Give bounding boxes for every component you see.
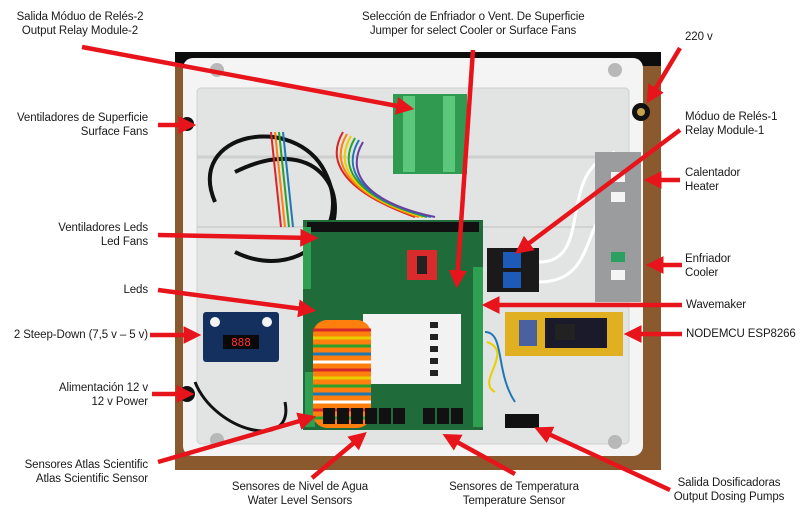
surface-fans-connector	[180, 117, 194, 131]
label-wavemaker: Wavemaker	[686, 299, 747, 311]
label-leds: Leds	[123, 284, 148, 296]
label-220v: 220 v	[685, 31, 713, 43]
stepdown-display: 888	[231, 336, 251, 349]
label-surface-fans: Ventiladores de Superficie Surface Fans	[16, 112, 148, 138]
label-atlas: Sensores Atlas Scientific Atlas Scientif…	[24, 459, 149, 485]
ribbon-cable-coil	[313, 320, 371, 428]
mega-shield	[363, 314, 461, 384]
label-cooler: Enfriador Cooler	[685, 253, 731, 279]
label-temperature: Sensores de Temperatura Temperature Sens…	[449, 481, 579, 507]
label-relay2: Salida Móduo de Relés-2 Output Relay Mod…	[16, 11, 144, 37]
label-jumper: Selección de Enfriador o Vent. De Superf…	[362, 11, 585, 37]
label-power12: Alimentación 12 v 12 v Power	[58, 382, 148, 408]
controller-photo: 888	[175, 52, 661, 470]
label-nodemcu: NODEMCU ESP8266	[686, 328, 796, 340]
label-heater: Calentador Heater	[685, 167, 741, 193]
label-water-level: Sensores de Nivel de Agua Water Level Se…	[231, 481, 369, 507]
power12-jack	[179, 386, 195, 402]
label-relay1: Móduo de Relés-1 Relay Module-1	[685, 111, 778, 137]
label-dosing: Salida Dosificadoras Output Dosing Pumps	[673, 477, 785, 503]
label-stepdown: 2 Steep-Down (7,5 v – 5 v)	[13, 329, 148, 341]
label-led-fans: Ventiladores Leds Led Fans	[58, 222, 148, 248]
